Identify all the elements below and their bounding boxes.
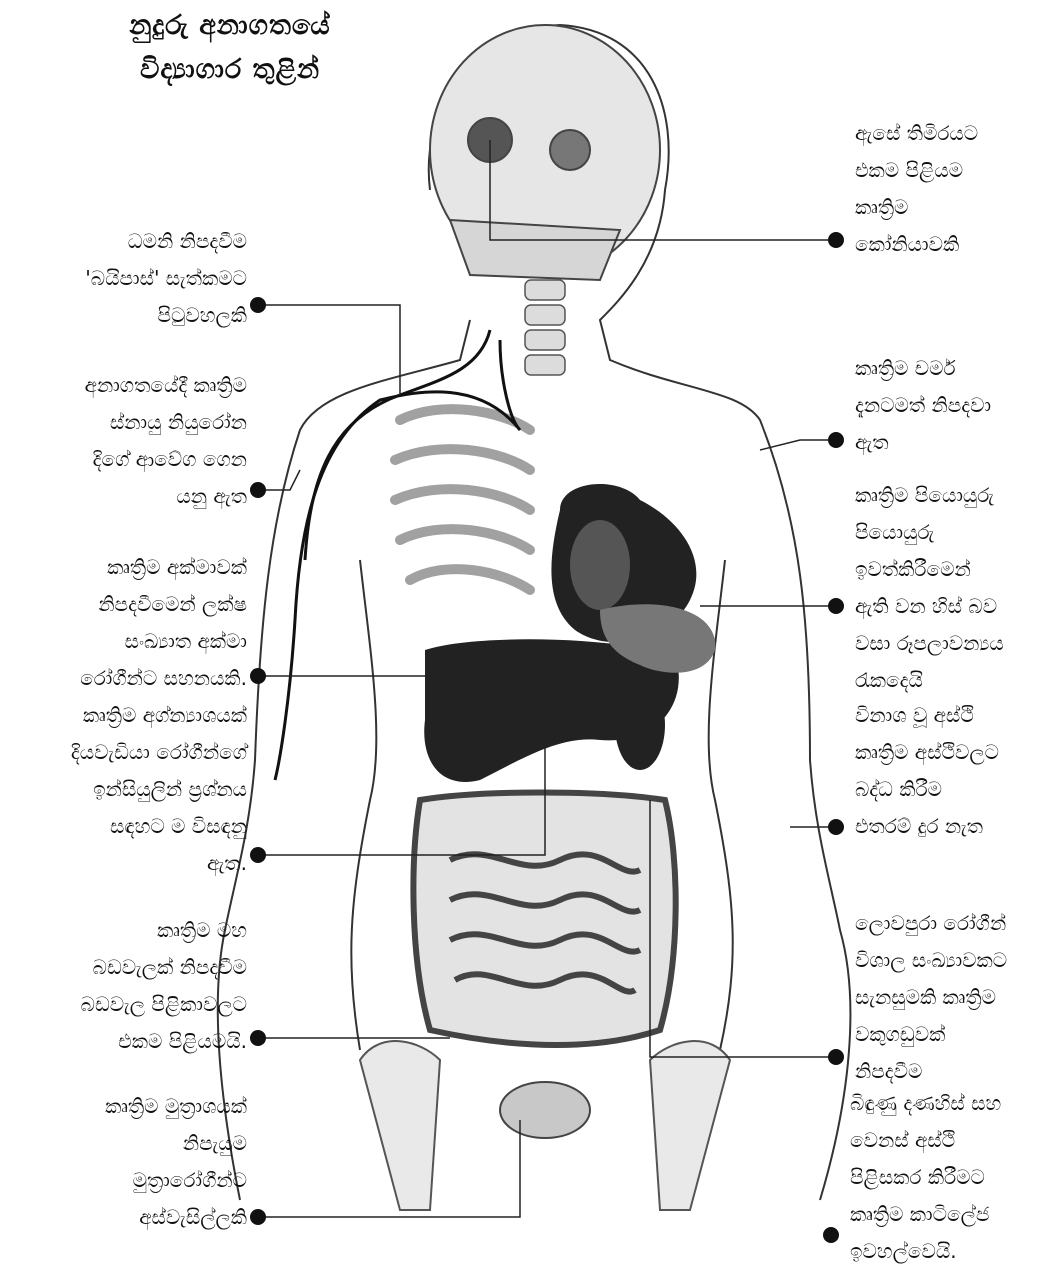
dot-pancreas xyxy=(250,847,266,863)
label-line: වෙනස් අස්ථි xyxy=(850,1122,1001,1159)
title-line-2: විද්‍යාගාර තුළින් xyxy=(100,48,360,92)
label-line: රැකදෙයි xyxy=(855,662,1004,699)
dot-liver xyxy=(250,668,266,684)
label-line: වසා රූපලාවන්‍යය xyxy=(855,625,1004,662)
ribcage xyxy=(395,409,530,590)
dot-nerve xyxy=(250,482,266,498)
label-line: කෘත්‍රිම චර්ම xyxy=(855,350,991,387)
label-kidney: ලොවපුරා රෝගීන් විශාල සංඛ්‍යාවකට සැනසුමකි… xyxy=(855,905,1007,1090)
label-line: පිළිසකර කිරීමට xyxy=(850,1159,1001,1196)
dot-bone xyxy=(828,819,844,835)
page-title: නුදුරු අනාගතයේ විද්‍යාගාර තුළින් xyxy=(100,4,360,92)
label-line: දැනටමත් නිපදවා xyxy=(855,387,991,424)
label-breast: කෘත්‍රිම පියොයුරු පියොයුරු ඉවත්කිරීමෙන් … xyxy=(855,477,1004,699)
label-line: සංඛ්‍යාත අක්මා xyxy=(80,623,247,660)
label-line: රෝගීන්ට සහනයකි. xyxy=(80,660,247,697)
label-line: කෘත්‍රිම පියොයුරු xyxy=(855,477,1004,514)
label-line: කෘත්‍රිම මුත්‍රාශයක් xyxy=(105,1088,247,1125)
label-bladder: කෘත්‍රිම මුත්‍රාශයක් නිපැයුම මුත්‍රාරෝගී… xyxy=(105,1088,247,1236)
label-pancreas: කෘත්‍රිම අග්න්‍යාශයක් දියවැඩියා රෝගීන්ගේ… xyxy=(71,697,247,882)
label-line: කෝනියාවකි xyxy=(855,226,978,263)
dot-cornea xyxy=(828,232,844,248)
label-line: ඇත xyxy=(855,424,991,461)
label-line: කෘත්‍රිම අස්ථිවලට xyxy=(855,734,999,771)
label-line: ධමනි නිපදවීම xyxy=(85,223,247,260)
label-line: 'බයිපාස්' සැත්කමට xyxy=(85,260,247,297)
bladder xyxy=(500,1082,590,1138)
label-line: විනාශ වූ අස්ථි xyxy=(855,697,999,734)
label-line: අස්වැසිල්ලකි xyxy=(105,1199,247,1236)
label-line: පිටුවහලකි xyxy=(85,297,247,334)
label-nerve: අනාගතයේදී කෘත්‍රිම ස්නායු නියුරෝන දිගේ ආ… xyxy=(85,367,247,515)
label-line: එතරම් දුර නැත xyxy=(855,808,999,845)
label-line: ඇසේ තිමිරයට xyxy=(855,115,978,152)
label-cornea: ඇසේ තිමිරයට එකම පිළියම කෘත්‍රිම කෝනියාවක… xyxy=(855,115,978,263)
label-line: යනු ඇත xyxy=(85,478,247,515)
dot-kidney xyxy=(828,1049,844,1065)
label-line: සැනසුමකි කෘත්‍රිම xyxy=(855,979,1007,1016)
label-bone: විනාශ වූ අස්ථි කෘත්‍රිම අස්ථිවලට බද්ධ කි… xyxy=(855,697,999,845)
label-cartilage: බිඳුණු දණහිස් සහ වෙනස් අස්ථි පිළිසකර කිර… xyxy=(850,1085,1001,1270)
label-line: බඩවැල පිළිකාවලට xyxy=(81,986,247,1023)
spine xyxy=(525,280,565,375)
label-line: සඳහට ම විසඳනු xyxy=(71,808,247,845)
label-line: ඇති වන හිස් බව xyxy=(855,588,1004,625)
label-line: ඇත. xyxy=(71,845,247,882)
label-line: එකම පිළියමයි. xyxy=(81,1023,247,1060)
label-line: දියවැඩියා රෝගීන්ගේ xyxy=(71,734,247,771)
label-line: බඩවැලක් නිපදවීම xyxy=(81,949,247,986)
label-line: එකම පිළියම xyxy=(855,152,978,189)
dot-bypass xyxy=(250,297,266,313)
label-line: කෘත්‍රිම මහ xyxy=(81,912,247,949)
dot-cartilage xyxy=(823,1227,839,1243)
label-line: නිපැයුම xyxy=(105,1125,247,1162)
label-bypass: ධමනි නිපදවීම 'බයිපාස්' සැත්කමට පිටුවහලකි xyxy=(85,223,247,334)
dot-breast xyxy=(828,598,844,614)
label-line: ලොවපුරා රෝගීන් xyxy=(855,905,1007,942)
label-line: බද්ධ කිරීම xyxy=(855,771,999,808)
title-line-1: නුදුරු අනාගතයේ xyxy=(100,4,360,48)
dot-skin xyxy=(828,432,844,448)
label-line: පියොයුරු xyxy=(855,514,1004,551)
dot-intestine xyxy=(250,1030,266,1046)
label-line: මුත්‍රාරෝගීන්ට xyxy=(105,1162,247,1199)
label-liver: කෘත්‍රිම අක්මාවක් නිපදවීමෙන් ලක්ෂ සංඛ්‍ය… xyxy=(80,549,247,697)
label-line: නිපදවීමෙන් ලක්ෂ xyxy=(80,586,247,623)
dot-bladder xyxy=(250,1209,266,1225)
label-line: ඉවත්කිරීමෙන් xyxy=(855,551,1004,588)
label-line: කෘත්‍රිම කාටිලේජ xyxy=(850,1196,1001,1233)
label-line: කෘත්‍රිම අක්මාවක් xyxy=(80,549,247,586)
label-line: කෘත්‍රිම අග්න්‍යාශයක් xyxy=(71,697,247,734)
label-line: දිගේ ආවේග ගෙන xyxy=(85,441,247,478)
label-line: වකුගඩුවක් xyxy=(855,1016,1007,1053)
label-skin: කෘත්‍රිම චර්ම දැනටමත් නිපදවා ඇත xyxy=(855,350,991,461)
label-line: අනාගතයේදී කෘත්‍රිම xyxy=(85,367,247,404)
label-line: කෘත්‍රිම xyxy=(855,189,978,226)
label-line: ඉවහල්වෙයි. xyxy=(850,1233,1001,1270)
label-line: විශාල සංඛ්‍යාවකට xyxy=(855,942,1007,979)
label-intestine: කෘත්‍රිම මහ බඩවැලක් නිපදවීම බඩවැල පිළිකා… xyxy=(81,912,247,1060)
label-line: බිඳුණු දණහිස් සහ xyxy=(850,1085,1001,1122)
skull xyxy=(430,25,660,280)
label-line: ඉන්සියුලින් ප්‍රශ්නය xyxy=(71,771,247,808)
label-line: ස්නායු නියුරෝන xyxy=(85,404,247,441)
